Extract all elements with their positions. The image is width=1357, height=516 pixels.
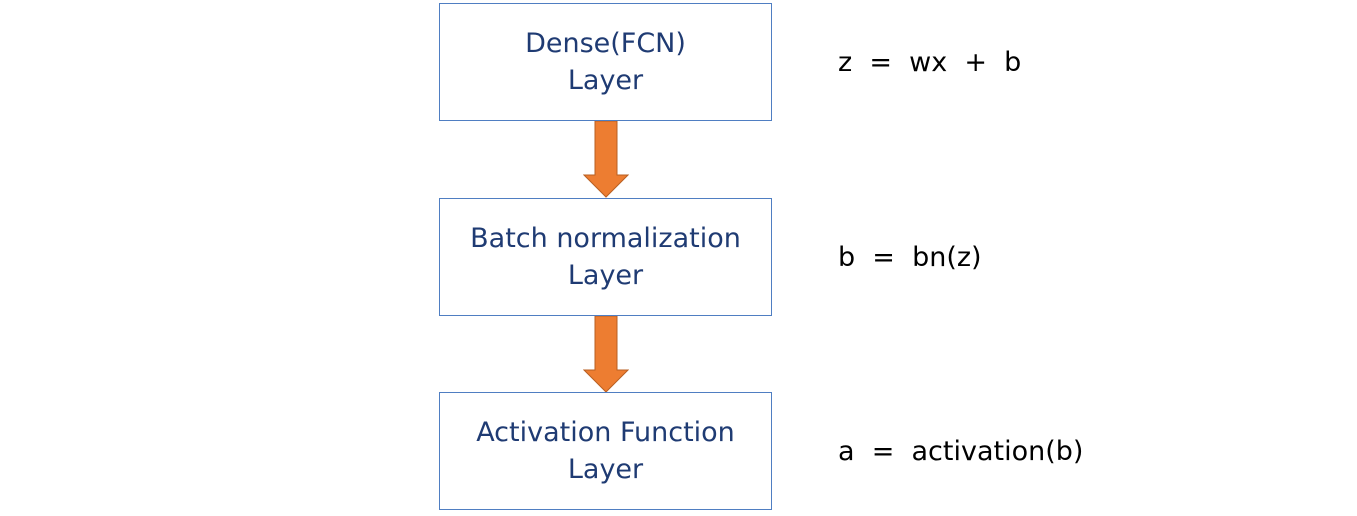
activation-function-layer-title: Activation Function xyxy=(476,417,735,448)
down-arrow-icon xyxy=(583,316,629,393)
dense-layer-box: Dense(FCN) Layer xyxy=(439,3,772,121)
batch-normalization-layer-box: Batch normalization Layer xyxy=(439,198,772,316)
batch-normalization-layer-subtitle: Layer xyxy=(567,260,644,291)
down-arrow-icon xyxy=(583,121,629,198)
activation-function-layer-subtitle: Layer xyxy=(567,454,644,485)
batch-normalization-layer-title: Batch normalization xyxy=(470,223,741,254)
batch-normalization-formula: b = bn(z) xyxy=(838,242,982,273)
activation-function-layer-box: Activation Function Layer xyxy=(439,392,772,510)
activation-formula: a = activation(b) xyxy=(838,436,1084,467)
dense-layer-title: Dense(FCN) xyxy=(525,28,686,59)
dense-layer-subtitle: Layer xyxy=(567,65,644,96)
dense-formula: z = wx + b xyxy=(838,47,1022,78)
